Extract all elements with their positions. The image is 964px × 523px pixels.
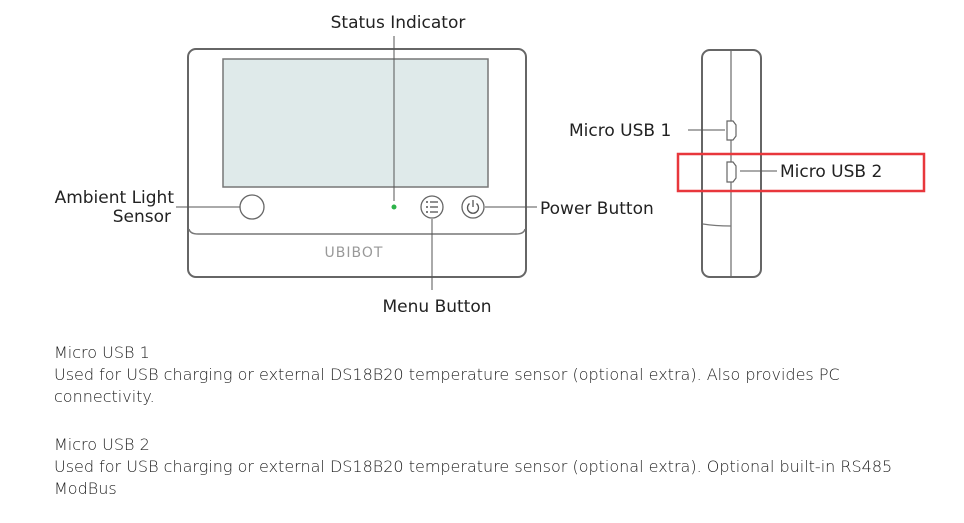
status-indicator-label: Status Indicator	[331, 13, 466, 33]
micro-usb-1-label: Micro USB 1	[569, 121, 671, 141]
device-front-view: UBIBOT	[187, 48, 527, 278]
description-body: Used for USB charging or external DS18B2…	[54, 365, 840, 406]
description-title: Micro USB 2	[54, 435, 150, 454]
menu-button-icon	[420, 195, 444, 219]
power-button-icon	[461, 195, 485, 219]
device-screen	[222, 58, 489, 188]
ambient-light-sensor	[239, 194, 265, 220]
menu-button-label: Menu Button	[382, 297, 491, 317]
micro-usb-2-description: Micro USB 2 Used for USB charging or ext…	[54, 434, 914, 500]
brand-logo: UBIBOT	[325, 245, 384, 261]
device-side-view	[701, 49, 762, 278]
description-title: Micro USB 1	[54, 343, 150, 362]
micro-usb-1-port	[726, 120, 737, 141]
device-diagram: UBIBOT Status Indicator Menu Button Powe…	[55, 13, 926, 317]
micro-usb-2-port	[726, 161, 737, 183]
micro-usb-2-label: Micro USB 2	[780, 162, 882, 182]
description-body: Used for USB charging or external DS18B2…	[54, 457, 893, 498]
power-button-label: Power Button	[540, 199, 654, 219]
ambient-light-label-line1: Ambient Light	[55, 188, 175, 208]
micro-usb-1-description: Micro USB 1 Used for USB charging or ext…	[54, 342, 914, 408]
highlight-box	[676, 152, 926, 193]
status-led	[391, 204, 397, 210]
ambient-light-label-line2: Sensor	[113, 207, 171, 227]
